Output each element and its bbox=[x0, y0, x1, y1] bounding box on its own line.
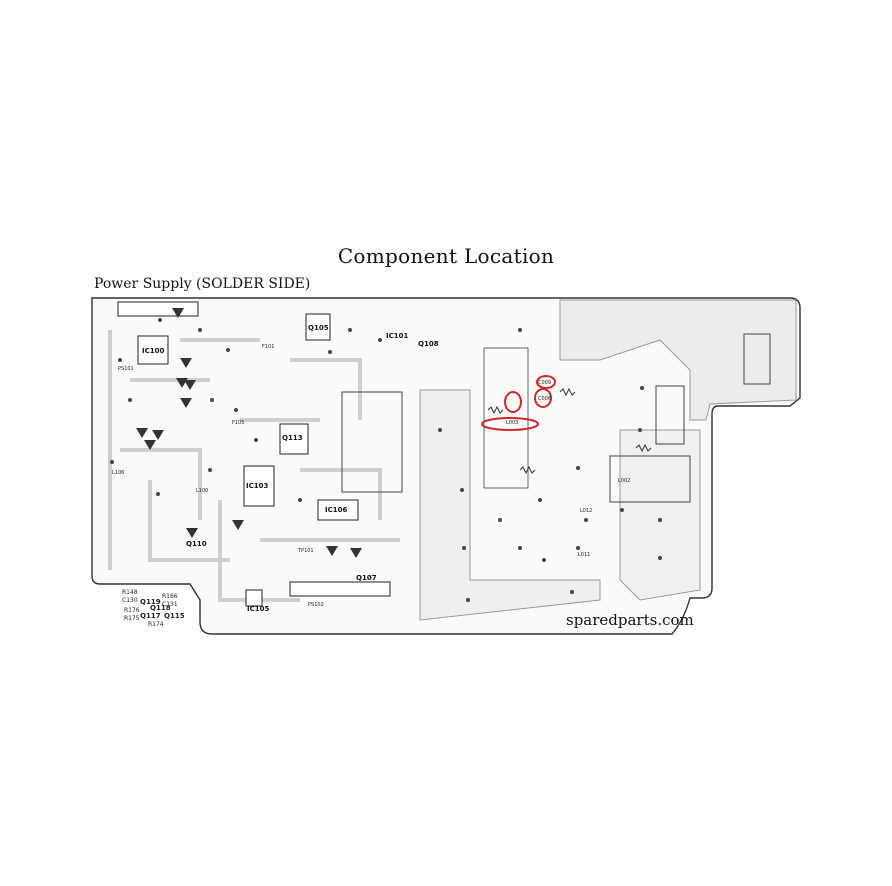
highlight-strip bbox=[481, 417, 539, 431]
transistor-symbols bbox=[136, 308, 362, 558]
label-q105: Q105 bbox=[308, 324, 329, 332]
label-ic106: IC106 bbox=[325, 506, 347, 514]
label-q107: Q107 bbox=[356, 574, 377, 582]
left-traces bbox=[108, 330, 400, 602]
ic100 bbox=[137, 335, 169, 365]
svg-text:R166: R166 bbox=[162, 593, 178, 600]
label-c006: C006 bbox=[538, 396, 551, 402]
solder-pads bbox=[110, 318, 662, 602]
transformer-block bbox=[609, 455, 691, 503]
label-tp101: TP101 bbox=[297, 548, 314, 554]
highlight-circles bbox=[481, 375, 556, 431]
label-l011: L011 bbox=[578, 552, 590, 558]
label-l100: L100 bbox=[196, 488, 208, 494]
label-ps101: PS101 bbox=[118, 366, 134, 372]
resistors bbox=[487, 387, 652, 475]
watermark-text: sparedparts.com bbox=[566, 611, 694, 629]
svg-text:R174: R174 bbox=[148, 621, 164, 628]
label-l003: L003 bbox=[506, 420, 518, 426]
svg-text:Q119: Q119 bbox=[140, 598, 161, 606]
label-f105: F105 bbox=[232, 420, 244, 426]
svg-text:R148: R148 bbox=[122, 589, 138, 596]
svg-text:C130: C130 bbox=[122, 597, 138, 604]
highlight-c009 bbox=[536, 375, 556, 389]
label-l002: L002 bbox=[618, 478, 630, 484]
diagram-title: Component Location bbox=[337, 244, 555, 268]
label-l012: L012 bbox=[580, 508, 592, 514]
label-ic101: IC101 bbox=[386, 332, 408, 340]
label-ic100: IC100 bbox=[142, 347, 164, 355]
label-q110: Q110 bbox=[186, 540, 207, 548]
label-ic105: IC105 bbox=[247, 605, 269, 613]
highlight-c006 bbox=[534, 388, 552, 408]
label-c009: C009 bbox=[538, 380, 551, 386]
pcb-pads-top bbox=[117, 301, 199, 317]
svg-text:R176: R176 bbox=[124, 607, 140, 614]
svg-text:Q117: Q117 bbox=[140, 612, 161, 620]
label-l106: L106 bbox=[112, 470, 124, 476]
highlight-l003 bbox=[504, 391, 522, 413]
label-f101: F101 bbox=[262, 344, 274, 350]
label-ic103: IC103 bbox=[246, 482, 268, 490]
svg-text:Q115: Q115 bbox=[164, 612, 185, 620]
ic103 bbox=[243, 465, 275, 507]
right-pours bbox=[419, 299, 797, 621]
q105 bbox=[305, 313, 331, 341]
q113 bbox=[279, 423, 309, 455]
label-q108: Q108 bbox=[418, 340, 439, 348]
label-q113: Q113 bbox=[282, 434, 303, 442]
center-block bbox=[341, 391, 403, 493]
svg-text:R175: R175 bbox=[124, 615, 140, 622]
label-ps102: PS102 bbox=[308, 602, 324, 608]
svg-text:C131: C131 bbox=[162, 601, 178, 608]
external-labels: R148 C130 R176 R175 Q119 Q117 Q118 R174 … bbox=[122, 589, 185, 628]
ic-packages bbox=[117, 301, 391, 607]
board-subtitle: Power Supply (SOLDER SIDE) bbox=[94, 276, 311, 292]
ic106 bbox=[317, 499, 359, 521]
ic105 bbox=[245, 589, 263, 607]
svg-text:Q118: Q118 bbox=[150, 604, 171, 612]
